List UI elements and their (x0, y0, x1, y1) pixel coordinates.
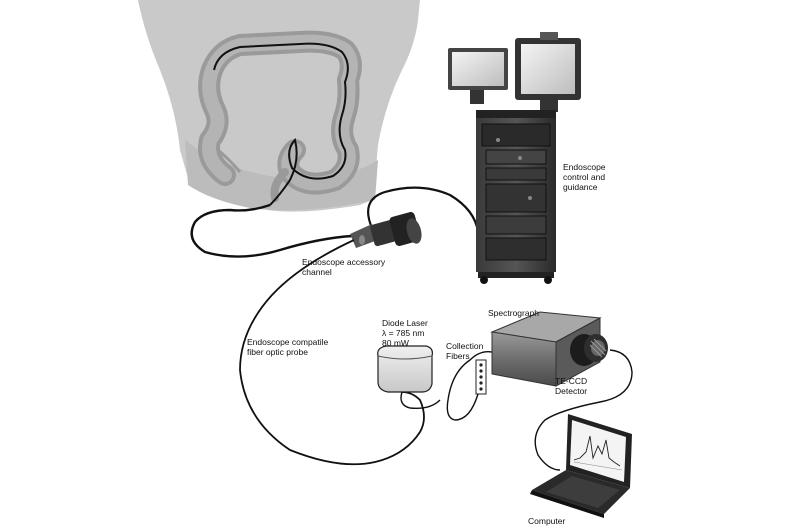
detector-to-computer-cable (534, 349, 633, 471)
collection-fiber-cable (446, 350, 493, 421)
te-ccd-detector (570, 334, 608, 366)
fiber-optic-probe-cable (239, 239, 425, 466)
diode-laser-power-label: 80 mW (382, 338, 409, 348)
diode-laser-wavelength-label: λ = 785 nm (382, 328, 425, 338)
diode-laser-box (377, 345, 433, 393)
endoscope-cart (448, 32, 581, 284)
endoscope-insertion-tube (190, 203, 353, 258)
laser-to-probe-fiber (400, 391, 441, 410)
diode-laser-title-label: Diode Laser (382, 318, 428, 328)
accessory-channel-label: Endoscope accessory channel (302, 257, 386, 277)
ccd-detector-label: TE-CCD Detector (555, 376, 588, 396)
collection-fibers-label: Collection Fibers (446, 341, 484, 361)
spectrograph-label: Spectrograph (488, 308, 540, 318)
computer-label: Computer (528, 516, 566, 526)
collection-fibers-connector (475, 359, 487, 395)
fiber-probe-label: Endoscope compatile fiber optic probe (247, 337, 329, 357)
endoscope-handle (350, 212, 422, 248)
colon-illustration (198, 30, 362, 202)
laptop-computer (530, 414, 632, 518)
endoscope-control-label: Endoscope control and guidance (563, 162, 606, 192)
endoscope-in-colon (213, 42, 349, 206)
